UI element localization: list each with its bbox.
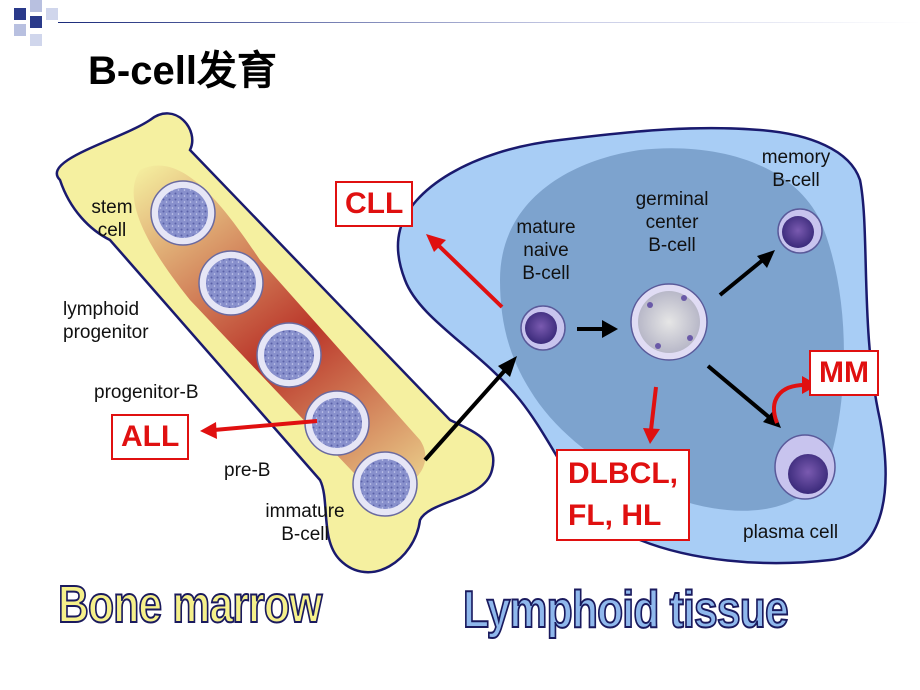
label-pre-b: pre-B bbox=[224, 460, 271, 481]
label-lymphoid-progenitor: lymphoid progenitor bbox=[63, 299, 149, 343]
arrow-icon bbox=[706, 364, 781, 428]
cell-icon bbox=[630, 283, 708, 361]
arrow-icon bbox=[200, 419, 318, 439]
arrow-icon bbox=[577, 320, 618, 338]
title-rule bbox=[58, 22, 920, 23]
page-title: B-cell发育 bbox=[88, 49, 277, 93]
corner-squares-icon bbox=[0, 0, 70, 50]
cell-icon bbox=[352, 451, 418, 517]
cell-icon bbox=[256, 322, 322, 388]
label-mature-naive: mature naive B-cell bbox=[516, 217, 576, 284]
cell-icon bbox=[150, 180, 216, 246]
label-immature-b: immature B-cell bbox=[265, 501, 345, 545]
region-lymphoid-tissue: Lymphoid tissue bbox=[462, 580, 789, 640]
cell-icon bbox=[304, 390, 370, 456]
label-progenitor-b: progenitor-B bbox=[94, 382, 199, 403]
cell-icon bbox=[520, 305, 566, 351]
label-plasma-cell: plasma cell bbox=[743, 522, 839, 543]
cell-icon bbox=[777, 208, 823, 254]
disease-all: ALL bbox=[111, 414, 190, 460]
disease-cll: CLL bbox=[335, 181, 414, 227]
arrow-icon bbox=[426, 234, 504, 309]
arrow-icon bbox=[718, 250, 775, 297]
arrow-icon bbox=[423, 356, 517, 462]
label-germinal-center: germinal center B-cell bbox=[635, 189, 709, 256]
label-memory: memory B-cell bbox=[761, 147, 831, 191]
cell-icon bbox=[774, 434, 836, 500]
label-stem-cell: stem cell bbox=[91, 197, 133, 241]
arrow-icon bbox=[643, 386, 660, 444]
disease-mm: MM bbox=[809, 350, 879, 396]
cell-icon bbox=[198, 250, 264, 316]
disease-dlbcl: DLBCL, FL, HL bbox=[556, 449, 690, 541]
region-bone-marrow: Bone marrow bbox=[57, 575, 323, 635]
